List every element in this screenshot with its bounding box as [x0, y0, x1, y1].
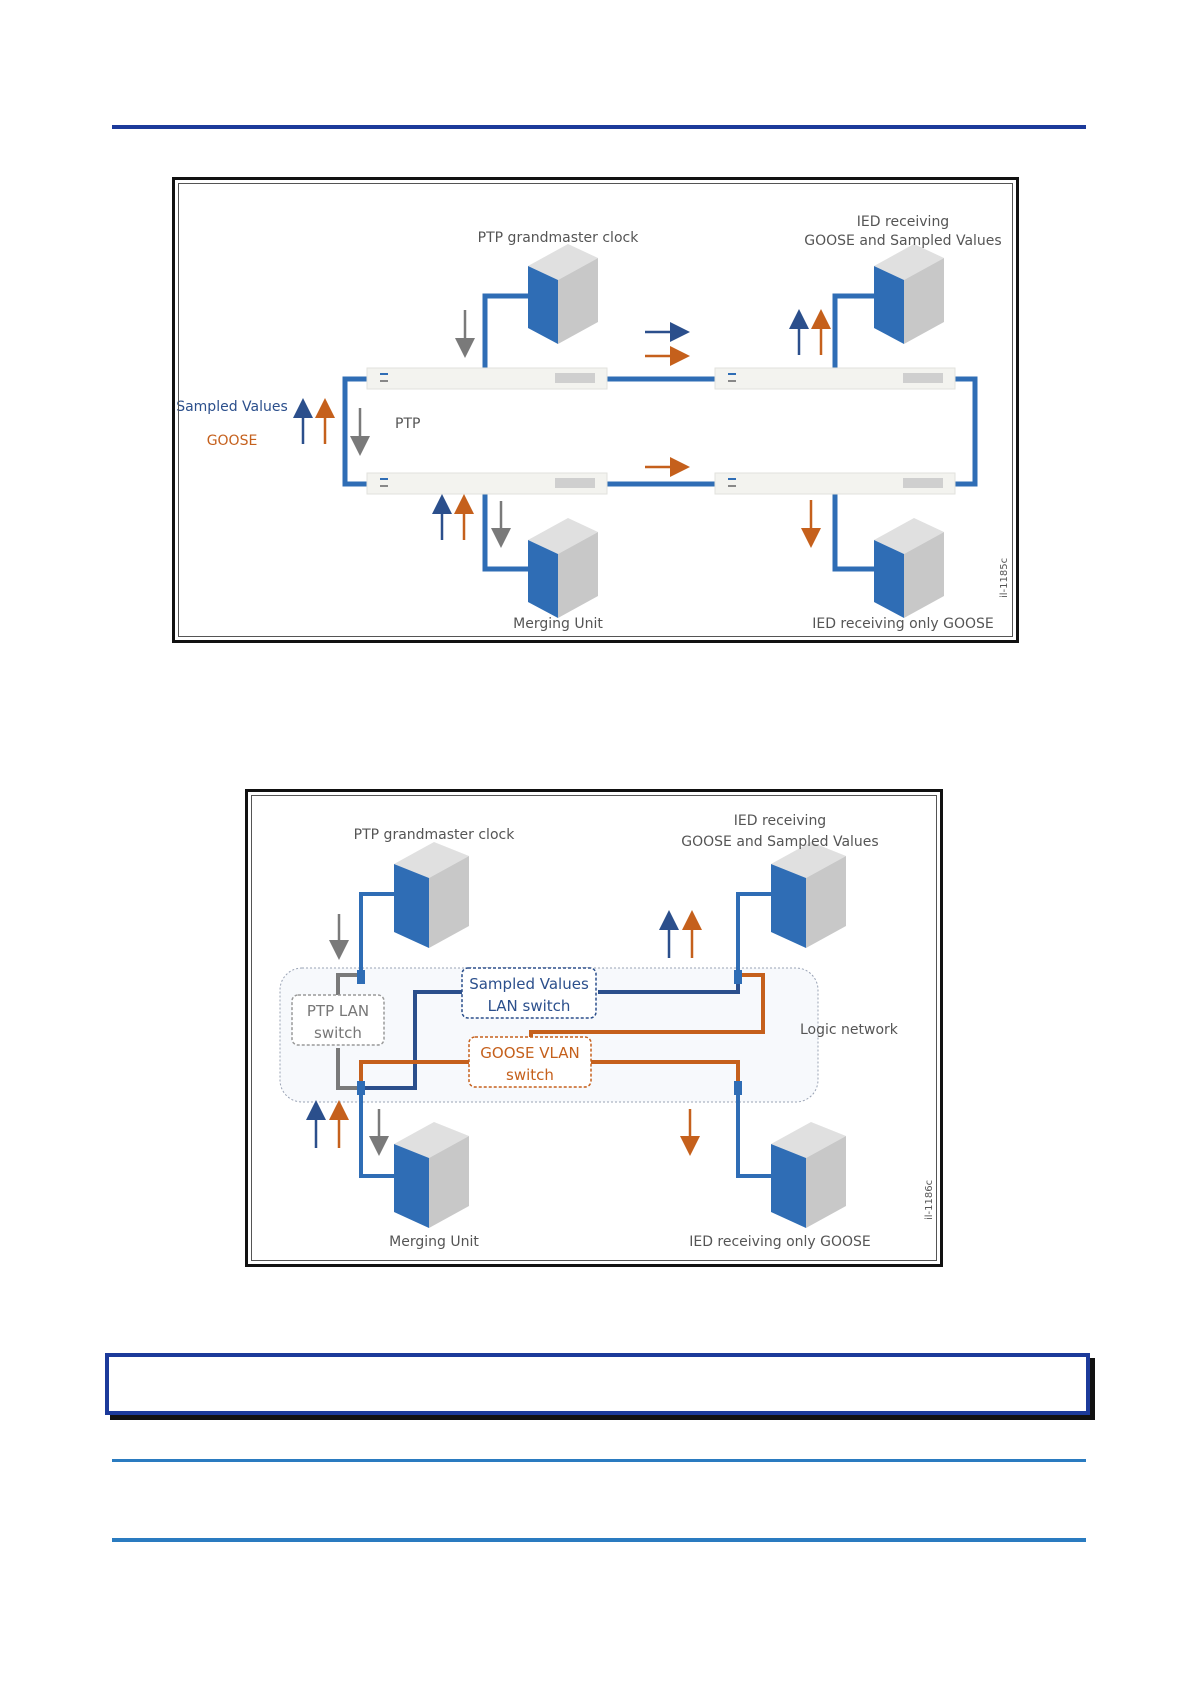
switch-bottom-left: [366, 472, 608, 495]
switch-top-left: [366, 367, 608, 390]
ptp-clock-label: PTP grandmaster clock: [354, 827, 516, 843]
figure-id: il-1186c: [924, 1180, 935, 1220]
goose-switch-label-line2: switch: [506, 1066, 554, 1084]
ptp-links: [336, 973, 361, 1090]
logic-network-label: Logic network: [800, 1022, 899, 1038]
ied-both-label-line1: IED receiving: [734, 813, 826, 829]
switch-bottom-right: [714, 472, 956, 495]
ptp-switch-label-line2: switch: [314, 1024, 362, 1042]
ied-both-device: [874, 244, 944, 344]
ptp-switch-label-line1: PTP LAN: [307, 1002, 369, 1020]
flow-arrows: [306, 910, 702, 1156]
ptp-clock-device: [394, 842, 469, 948]
ied-goose-label: IED receiving only GOOSE: [812, 616, 994, 632]
ied-goose-device: [771, 1122, 846, 1228]
header-rule: [112, 125, 1086, 129]
flow-arrows: [293, 309, 831, 548]
ptp-clock-device: [528, 244, 598, 344]
figure-ring-topology: PTP grandmaster clock IED receiving GOOS…: [172, 177, 1019, 643]
ptp-clock-label: PTP grandmaster clock: [478, 230, 640, 246]
ied-goose-label: IED receiving only GOOSE: [689, 1234, 871, 1250]
merging-unit-label: Merging Unit: [389, 1234, 479, 1250]
figure-id: il-1185c: [999, 558, 1010, 598]
goose-vlan-switch: [468, 1036, 592, 1088]
merging-unit-label: Merging Unit: [513, 616, 603, 632]
footer-rule-lower: [112, 1538, 1086, 1542]
ptp-lan-switch: [291, 994, 385, 1046]
goose-label: GOOSE: [207, 433, 258, 449]
ptp-label: PTP: [395, 416, 420, 432]
switch-top-right: [714, 367, 956, 390]
goose-links: [359, 973, 765, 1089]
note-box: [105, 1353, 1090, 1415]
merging-unit-device: [528, 518, 598, 618]
figure-logic-network: Sampled Values LAN switch PTP LAN switch…: [245, 789, 943, 1267]
ied-both-label-line2: GOOSE and Sampled Values: [681, 834, 878, 850]
ied-both-device: [771, 842, 846, 948]
port-markers: [357, 970, 742, 1095]
sampled-values-label: Sampled Values: [176, 399, 288, 415]
ied-both-label-line2: GOOSE and Sampled Values: [804, 233, 1001, 249]
logic-network-diagram: Sampled Values LAN switch PTP LAN switch…: [279, 813, 935, 1250]
ring-topology-diagram: PTP grandmaster clock IED receiving GOOS…: [176, 214, 1010, 632]
merging-unit-device: [394, 1122, 469, 1228]
ring-links: [342, 293, 978, 572]
goose-switch-label-line1: GOOSE VLAN: [480, 1044, 579, 1062]
ied-goose-device: [874, 518, 944, 618]
sv-switch-label-line2: LAN switch: [488, 997, 571, 1015]
sampled-values-switch: [461, 967, 597, 1019]
device-links: [359, 892, 772, 1178]
sv-switch-label-line1: Sampled Values: [469, 975, 589, 993]
footer-rule-upper: [112, 1459, 1086, 1462]
ied-both-label-line1: IED receiving: [857, 214, 949, 230]
